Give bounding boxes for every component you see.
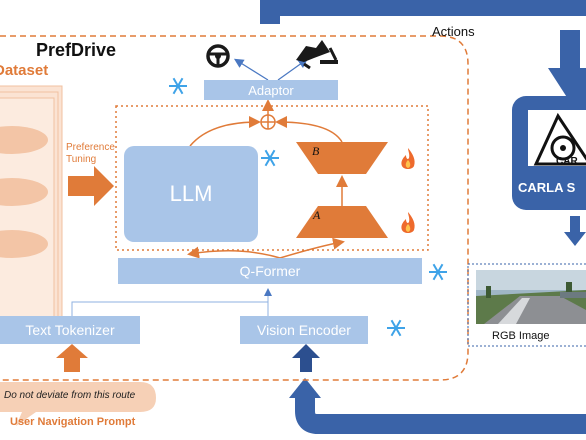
carla-logo-triangle [533, 112, 586, 166]
prompt-to-tokenizer-arrow [56, 344, 88, 372]
tokenizer-to-qformer-line [71, 301, 268, 316]
qformer-to-llm-arrow [187, 246, 281, 259]
text-tokenizer-box: Text Tokenizer [0, 316, 140, 344]
lora-b-block [296, 142, 388, 174]
diagram-title: PrefDrive [36, 40, 117, 60]
vision-encoder-box: Vision Encoder [240, 316, 368, 344]
snowflake-icon [261, 149, 279, 167]
carla-logo-text: CAR [556, 156, 578, 167]
adaptor-to-steering-arrow [233, 58, 269, 81]
actions-arrowhead [548, 68, 586, 102]
flame-icon [401, 148, 415, 169]
adaptor-to-pedal-arrow [277, 58, 308, 81]
preference-tuning-line: Tuning [66, 154, 97, 165]
steering-wheel-icon [206, 44, 230, 68]
preference-tuning-line: Preference [66, 142, 115, 153]
lora-a-block [296, 206, 388, 238]
pedal-icon [296, 40, 338, 70]
dataset-label: Dataset [0, 62, 49, 79]
snowflake-icon [429, 263, 447, 281]
preference-tuning-label: Preference Tuning [66, 142, 115, 166]
observation-loop-arrow [295, 396, 586, 434]
prompt-text: Do not deviate from this route [4, 390, 136, 401]
carla-logo-ring [550, 135, 576, 161]
lora-a-label: A [313, 208, 321, 222]
lorab-to-sum-arrow [275, 116, 343, 143]
carla-logo-dot [560, 145, 566, 151]
carla-simulator-label: CARLA S [518, 180, 576, 195]
prompt-caption: User Navigation Prompt [10, 416, 136, 428]
llm-to-sum-arrow [189, 116, 261, 147]
llm-box: LLM [124, 146, 258, 242]
dataset-sample [0, 230, 48, 258]
observation-to-encoder-arrow [292, 344, 320, 372]
qformer-to-lora-arrow [279, 237, 345, 259]
lora-b-label: B [312, 144, 320, 158]
rgb-image-caption: RGB Image [492, 330, 550, 342]
prefdrive-boundary [0, 35, 469, 381]
observation-arrowhead [289, 378, 321, 398]
dataset-sample [0, 178, 48, 206]
preference-tuning-arrow [68, 166, 114, 206]
carla-to-rgb-arrow [564, 216, 586, 246]
actions-label: Actions [432, 24, 475, 39]
qformer-box: Q-Former [118, 258, 422, 284]
rgb-image [476, 270, 586, 324]
rgb-image-frame [467, 263, 586, 347]
snowflake-icon [169, 77, 187, 95]
prompt-bubble [0, 382, 156, 426]
actions-loop-arrow [260, 0, 586, 24]
dataset-sample [0, 126, 48, 154]
adaptor-box: Adaptor [204, 80, 338, 100]
flame-icon [401, 212, 415, 233]
snowflake-icon [387, 319, 405, 337]
